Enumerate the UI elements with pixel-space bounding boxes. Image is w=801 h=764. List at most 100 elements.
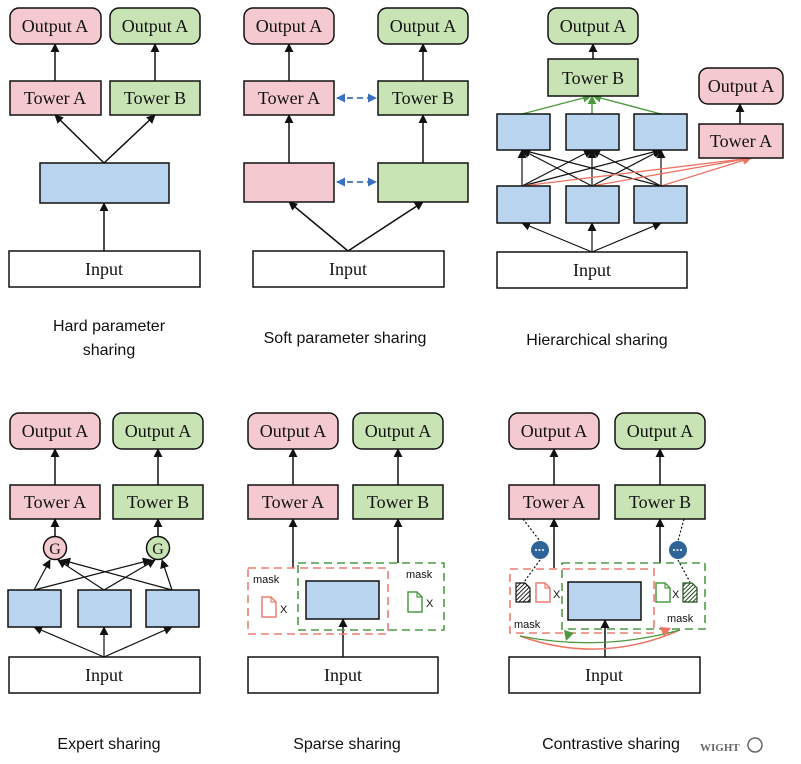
tower-b-box <box>614 484 706 520</box>
mask-region-a <box>509 568 655 634</box>
x-label-a: X <box>280 604 288 616</box>
expert-3 <box>145 589 200 628</box>
mask-region-b <box>561 562 706 630</box>
caption-hard-line2: sharing <box>83 342 135 359</box>
tower-b-box <box>547 58 639 97</box>
caption-expert: Expert sharing <box>57 736 160 753</box>
layer1-node-3 <box>633 185 688 224</box>
mask-region-b <box>297 562 445 631</box>
panel-contrastive-sharing: Output A Output A Tower A Tower B X X <box>508 412 706 753</box>
caption-soft: Soft parameter sharing <box>264 330 427 347</box>
contrast-dot-a-icon <box>531 541 549 559</box>
tower-b-label: Tower B <box>562 68 624 88</box>
input-box <box>496 251 688 289</box>
output-a-label-right: Output A <box>122 16 189 36</box>
input-label: Input <box>329 259 367 279</box>
panel-hard-parameter-sharing: Output A Output A Tower A Tower B Input … <box>8 7 201 359</box>
gate-b-label: G <box>152 541 164 558</box>
gate-b <box>145 535 171 561</box>
shared-layer-box <box>567 581 642 621</box>
tower-a-box <box>698 123 784 159</box>
gate-a-label: G <box>49 541 61 558</box>
x-label-b: X <box>672 589 680 601</box>
x-label-a: X <box>553 589 561 601</box>
tower-a-box <box>9 484 101 520</box>
layer1-node-2 <box>565 185 620 224</box>
tower-a-label: Tower A <box>24 88 86 108</box>
output-a-label: Output A <box>256 16 323 36</box>
input-label: Input <box>85 665 123 685</box>
tower-a-box <box>243 80 335 116</box>
shared-layer-box <box>305 580 380 620</box>
output-a-box-side <box>698 67 784 105</box>
tower-b-label: Tower B <box>124 88 186 108</box>
input-box <box>508 656 701 694</box>
caption-contrastive: Contrastive sharing <box>542 736 680 753</box>
tower-a-label: Tower A <box>523 492 585 512</box>
output-a-box-top <box>547 7 639 45</box>
output-a-box-right <box>352 412 444 450</box>
mask-label-b: mask <box>406 569 433 581</box>
hatched-file-icon <box>515 582 531 603</box>
x-label-b: X <box>426 598 434 610</box>
input-box <box>8 656 201 694</box>
tower-b-label: Tower B <box>629 492 691 512</box>
layer2-node-3 <box>633 113 688 151</box>
layer1-node-1 <box>496 185 551 224</box>
gate-a <box>42 535 68 561</box>
output-a-label: Output A <box>521 421 588 441</box>
output-a-box <box>243 7 335 45</box>
tower-b-box <box>112 484 204 520</box>
watermark-text: WIGHT <box>700 742 740 754</box>
output-a-label: Output A <box>22 421 89 441</box>
input-label: Input <box>324 665 362 685</box>
input-box <box>252 250 445 288</box>
input-box <box>247 656 439 694</box>
file-icon <box>407 591 423 613</box>
output-a-box <box>247 412 339 450</box>
panel-sparse-sharing: Output A Output A Tower A Tower B mask m… <box>247 412 445 753</box>
mask-label-a: mask <box>514 619 541 631</box>
output-a-box <box>9 412 101 450</box>
mask-label-a: mask <box>253 574 280 586</box>
input-box <box>8 250 201 288</box>
tower-b-box <box>377 80 469 116</box>
output-a-label-top: Output A <box>560 16 627 36</box>
output-a-label-right: Output A <box>125 421 192 441</box>
expert-1 <box>7 589 62 628</box>
task-b-layer-box <box>377 162 469 203</box>
output-a-label-right: Output A <box>390 16 457 36</box>
output-a-label-right: Output A <box>365 421 432 441</box>
tower-a-box <box>9 80 102 116</box>
shared-layer-box <box>39 162 170 204</box>
layer2-node-1 <box>496 113 551 151</box>
tower-b-label: Tower B <box>367 492 429 512</box>
output-a-label: Output A <box>22 16 89 36</box>
panel-soft-parameter-sharing: Output A Output A Tower A Tower B Input … <box>243 7 469 347</box>
file-icon <box>655 582 671 603</box>
input-label: Input <box>573 260 611 280</box>
input-label: Input <box>85 259 123 279</box>
output-a-box-right <box>112 412 204 450</box>
tower-a-label: Tower A <box>258 88 320 108</box>
tower-b-box <box>352 484 444 520</box>
caption-hard-line1: Hard parameter <box>53 318 166 335</box>
tower-b-box <box>109 80 201 116</box>
output-a-label-right: Output A <box>627 421 694 441</box>
output-a-box <box>9 7 102 45</box>
red-arrowhead-icon <box>660 627 671 637</box>
green-arrowhead-icon <box>564 630 574 641</box>
panel-hierarchical-sharing: Output A Tower B Output A Tower A Input … <box>496 7 784 349</box>
mask-label-b: mask <box>667 613 694 625</box>
output-a-box-right <box>109 7 201 45</box>
output-a-box-right <box>614 412 706 450</box>
tower-a-label: Tower A <box>24 492 86 512</box>
tower-b-label: Tower B <box>127 492 189 512</box>
output-a-label: Output A <box>260 421 327 441</box>
file-icon <box>535 582 551 603</box>
layer2-node-2 <box>565 113 620 151</box>
caption-hierarchical: Hierarchical sharing <box>526 332 667 349</box>
expert-2 <box>77 589 132 628</box>
caption-sparse: Sparse sharing <box>293 736 401 753</box>
